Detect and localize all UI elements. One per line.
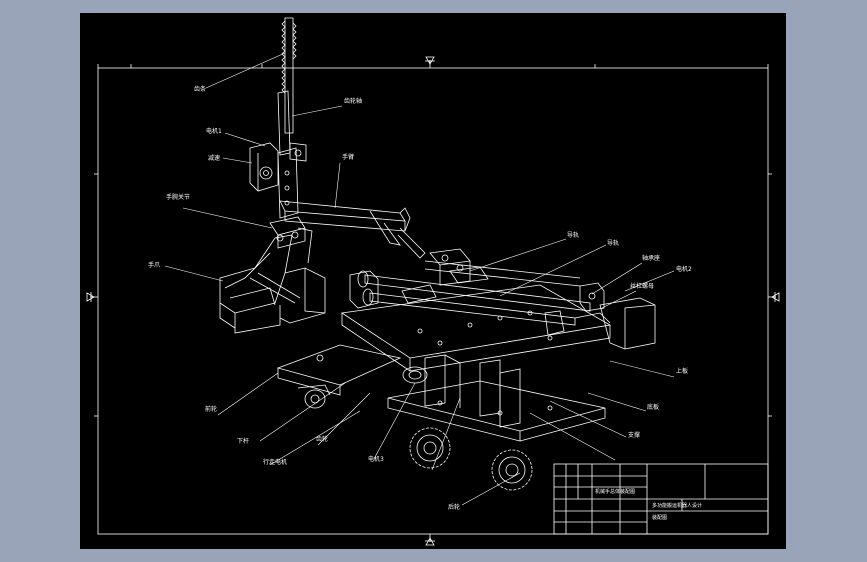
label-servo: 行走电机 [263,458,287,466]
front-wheel [297,384,331,409]
bearing-seats [349,270,605,336]
title-block-company: 装配图 [652,514,667,521]
label-motor-2: 电机2 [676,265,692,273]
motor-2 [574,297,656,350]
sliders [401,248,489,304]
top-plate [340,284,612,372]
guide-rails [357,260,591,326]
title-block-drawing-title: 机械手总体装配图 [595,488,635,495]
label-support: 支撑 [628,431,640,439]
claw [219,234,326,334]
label-gear-shaft: 齿轮轴 [344,97,362,105]
motor-1 [249,142,279,192]
title-block-project: 多功能搬运机器人设计 [652,502,702,509]
inner-frame [97,67,769,535]
label-lower-rod: 下杆 [237,437,249,445]
label-bottom-plate: 底板 [647,403,659,411]
label-lead-screw: 丝杠螺母 [630,282,654,290]
label-guide-1: 导轨 [567,231,579,239]
support-column [424,354,521,428]
leader-lines [164,52,675,506]
label-gear: 齿轮 [316,435,328,443]
label-arm: 手臂 [342,153,354,161]
label-motor-1: 电机1 [206,127,222,135]
label-wheel-front: 前轮 [205,405,217,413]
bottom-plate [387,380,606,442]
arm [279,200,426,259]
rack [281,17,297,134]
drawing-sheet: 齿条 齿轮轴 电机1 减速 手臂 手腕关节 手爪 导轨 导轨 轴承座 电机2 丝… [80,13,786,549]
column [277,147,299,219]
side-plate [276,344,402,396]
title-block [553,463,769,535]
label-wrist: 手腕关节 [166,193,190,201]
gear-shaft [277,90,307,162]
center-mark-bottom [425,537,435,546]
center-mark-left [86,292,95,302]
label-guide-2: 导轨 [607,239,619,247]
label-claw: 手爪 [148,261,160,269]
assembly-drawing: 齿条 齿轮轴 电机1 减速 手臂 手腕关节 手爪 导轨 导轨 轴承座 电机2 丝… [86,17,780,546]
label-rack: 齿条 [194,85,206,93]
label-motor-3: 电机3 [368,455,384,463]
label-reducer: 减速 [208,154,220,162]
label-bearing-seat: 轴承座 [642,254,660,262]
center-mark-right [771,292,780,302]
drive-gear [402,366,428,384]
rear-wheels [409,427,533,491]
center-mark-top [425,56,435,65]
label-rear-wheel: 后轮 [448,503,460,511]
label-top-plate: 上板 [676,367,688,375]
part-labels: 齿条 齿轮轴 电机1 减速 手臂 手腕关节 手爪 导轨 导轨 轴承座 电机2 丝… [148,85,702,521]
